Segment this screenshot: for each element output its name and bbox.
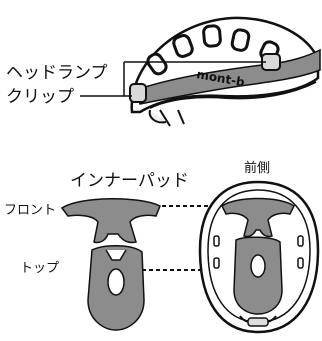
- helmet-slot: [297, 257, 304, 269]
- top-label: トップ: [20, 261, 59, 276]
- chin-strap: [159, 109, 185, 127]
- front-label: フロント: [4, 203, 56, 218]
- top-pad-hole: [107, 268, 125, 296]
- inner-pad-title: インナーパッド: [70, 171, 189, 191]
- headlamp-label-line1: ヘッドランプ: [6, 63, 108, 83]
- helmet-rear-dial: [247, 317, 269, 327]
- headlamp-label-line2: クリップ: [6, 87, 74, 107]
- front-pad: [60, 197, 161, 244]
- headlamp-strap: [135, 48, 321, 105]
- helmet-side-view: mont-b: [129, 16, 321, 127]
- headlamp-clip-rear: [129, 83, 147, 103]
- helmet-vent: [230, 28, 251, 52]
- helmet-slot: [213, 257, 220, 269]
- helmet-slot: [213, 235, 220, 247]
- installed-top-pad-hole: [250, 254, 266, 278]
- helmet-slot: [297, 235, 304, 247]
- rear-adjuster: [148, 109, 167, 124]
- front-side-label: 前側: [244, 160, 270, 176]
- helmet-vent: [146, 52, 168, 76]
- helmet-vent: [172, 34, 194, 58]
- top-pad-notch: [105, 249, 127, 261]
- helmet-vent: [202, 24, 222, 48]
- helmet-top-view: [198, 180, 320, 334]
- helmet-liner: [149, 81, 317, 109]
- installed-front-pad: [221, 197, 295, 238]
